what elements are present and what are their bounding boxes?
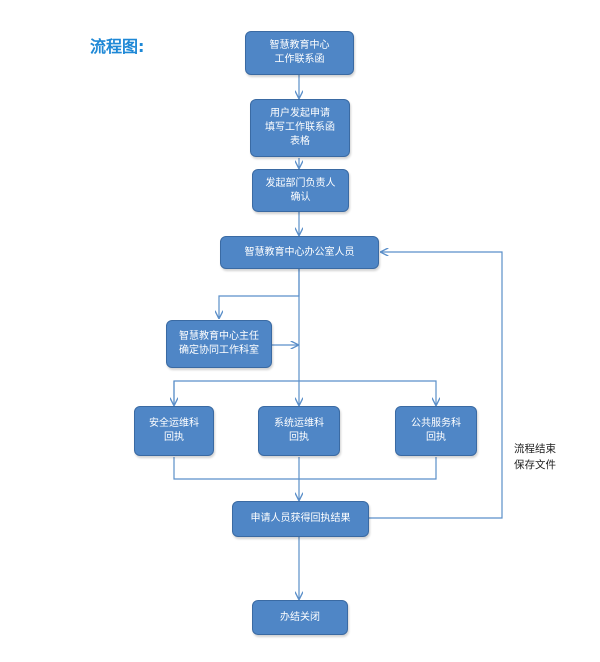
node-label-line: 办结关闭 [280, 611, 320, 623]
node-director: 智慧教育中心主任确定协同工作科室 [166, 320, 272, 368]
node-label-line: 智慧教育中心主任 [179, 331, 259, 342]
node-security: 安全运维科回执 [134, 406, 214, 456]
edge-result-loop [369, 252, 503, 519]
node-label-line: 智慧教育中心 [269, 40, 330, 51]
node-label-line: 回执 [289, 432, 309, 443]
end-note-line: 保存文件 [514, 459, 556, 471]
node-label-line: 安全运维科 [149, 418, 199, 429]
node-apply: 用户发起申请填写工作联系函表格 [250, 99, 350, 157]
node-label-line: 发起部门负责人 [265, 177, 336, 189]
node-label-line: 申请人员获得回执结果 [250, 513, 351, 524]
node-office: 智慧教育中心办公室人员 [220, 236, 379, 269]
node-label-line: 用户发起申请 [270, 108, 330, 119]
edge-merge [173, 457, 437, 480]
node-label-line: 确认 [290, 191, 311, 203]
node-label-line: 确定协同工作科室 [179, 345, 259, 356]
node-public: 公共服务科回执 [395, 406, 477, 456]
node-system: 系统运维科回执 [258, 406, 340, 456]
edge-office-director [219, 269, 300, 318]
node-label-line: 智慧教育中心办公室人员 [244, 246, 355, 258]
node-label-line: 填写工作联系函 [265, 122, 335, 133]
end-note: 流程结束 保存文件 [514, 441, 556, 473]
node-label-line: 回执 [164, 432, 184, 443]
node-label-line: 工作联系函 [274, 54, 325, 65]
page-title: 流程图: [90, 37, 145, 56]
node-label-line: 公共服务科 [411, 418, 461, 429]
node-confirm: 发起部门负责人确认 [252, 169, 349, 212]
node-result: 申请人员获得回执结果 [232, 501, 369, 537]
node-start: 智慧教育中心工作联系函 [245, 31, 354, 75]
node-close: 办结关闭 [252, 600, 348, 635]
node-label-line: 系统运维科 [274, 418, 324, 429]
edge-branch-bar [173, 380, 436, 405]
node-label-line: 回执 [426, 432, 446, 443]
node-label-line: 表格 [290, 136, 310, 147]
end-note-line: 流程结束 [514, 443, 556, 455]
